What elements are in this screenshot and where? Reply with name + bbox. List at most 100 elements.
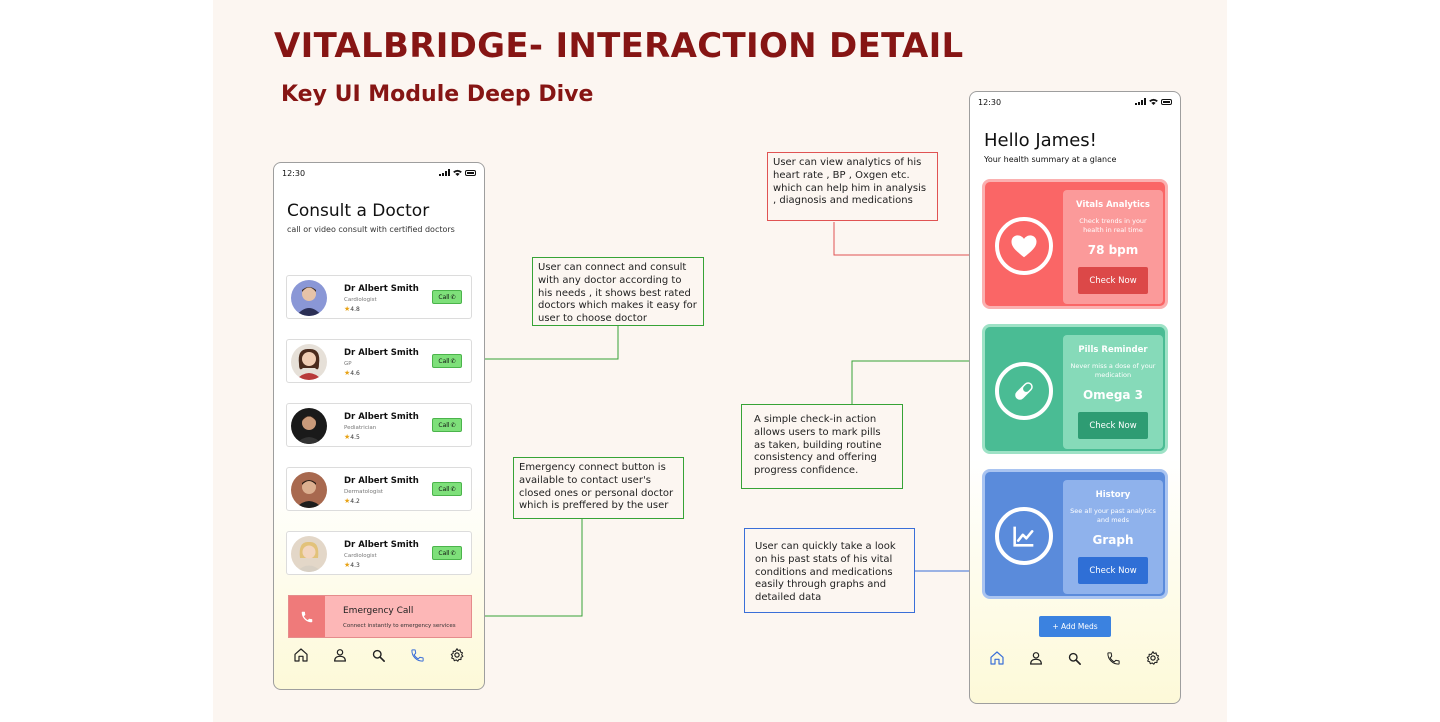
page-title: VITALBRIDGE- INTERACTION DETAIL bbox=[274, 26, 964, 66]
annotation-emergency-text: Emergency connect button is available to… bbox=[519, 462, 674, 512]
call-button[interactable]: Call✆ bbox=[432, 482, 462, 496]
call-button-label: Call bbox=[438, 293, 450, 301]
annotation-analytics-text: User can view analytics of his heart rat… bbox=[773, 157, 927, 207]
status-bar: 12:30 bbox=[970, 92, 1180, 114]
home-icon[interactable] bbox=[987, 648, 1007, 668]
doctor-specialty: Pediatrician bbox=[344, 425, 377, 431]
status-time: 12:30 bbox=[282, 169, 306, 178]
doctor-name: Dr Albert Smith bbox=[344, 284, 419, 294]
pill-icon bbox=[995, 362, 1053, 420]
call-button-label: Call bbox=[438, 549, 450, 557]
doctor-avatar bbox=[291, 280, 327, 316]
doctor-rating-value: 4.3 bbox=[350, 562, 360, 569]
doctor-specialty: Dermatologist bbox=[344, 489, 383, 495]
doctor-rating-value: 4.2 bbox=[350, 498, 360, 505]
connector-check-in bbox=[851, 360, 969, 404]
search-icon[interactable] bbox=[369, 645, 389, 665]
doctor-card[interactable]: Dr Albert Smith Dermatologist ★4.2 Call✆ bbox=[286, 467, 472, 511]
check-now-button[interactable]: Check Now bbox=[1078, 267, 1148, 294]
annotation-analytics: User can view analytics of his heart rat… bbox=[767, 152, 938, 221]
star-icon: ★ bbox=[344, 497, 351, 505]
bottom-nav bbox=[970, 648, 1180, 668]
settings-icon[interactable] bbox=[1143, 648, 1163, 668]
doctor-card[interactable]: Dr Albert Smith Cardiologist ★4.8 Call✆ bbox=[286, 275, 472, 319]
check-now-button[interactable]: Check Now bbox=[1078, 557, 1148, 584]
call-button[interactable]: Call✆ bbox=[432, 354, 462, 368]
phone-icon: ✆ bbox=[450, 357, 456, 365]
history-panel: History See all your past analytics and … bbox=[1063, 480, 1163, 594]
doctor-card[interactable]: Dr Albert Smith GP ★4.6 Call✆ bbox=[286, 339, 472, 383]
battery-icon bbox=[1161, 99, 1172, 105]
doctor-rating: ★4.8 bbox=[344, 305, 360, 313]
connector-analytics bbox=[833, 222, 969, 256]
card-description: Never miss a dose of your medication bbox=[1070, 362, 1156, 379]
profile-icon[interactable] bbox=[330, 645, 350, 665]
emergency-call-button[interactable]: Emergency Call Connect instantly to emer… bbox=[288, 595, 472, 638]
phone-icon[interactable] bbox=[1104, 648, 1124, 668]
star-icon: ★ bbox=[344, 369, 351, 377]
check-now-button[interactable]: Check Now bbox=[1078, 412, 1148, 439]
star-icon: ★ bbox=[344, 433, 351, 441]
doctor-specialty: Cardiologist bbox=[344, 297, 377, 303]
heart-icon bbox=[995, 217, 1053, 275]
consult-title: Consult a Doctor bbox=[287, 201, 430, 221]
call-button[interactable]: Call✆ bbox=[432, 290, 462, 304]
doctor-rating-value: 4.5 bbox=[350, 434, 360, 441]
wifi-icon bbox=[453, 169, 462, 176]
doctor-card[interactable]: Dr Albert Smith Pediatrician ★4.5 Call✆ bbox=[286, 403, 472, 447]
consult-phone-screen: 12:30 Consult a Doctor call or video con… bbox=[273, 162, 485, 690]
doctor-rating: ★4.3 bbox=[344, 561, 360, 569]
search-icon[interactable] bbox=[1065, 648, 1085, 668]
vitals-analytics-card[interactable]: Vitals Analytics Check trends in your he… bbox=[982, 179, 1168, 309]
doctor-name: Dr Albert Smith bbox=[344, 348, 419, 358]
doctor-rating: ★4.6 bbox=[344, 369, 360, 377]
card-title: Pills Reminder bbox=[1078, 345, 1148, 355]
annotation-emergency: Emergency connect button is available to… bbox=[513, 457, 684, 519]
phone-icon: ✆ bbox=[450, 549, 456, 557]
home-icon[interactable] bbox=[291, 645, 311, 665]
doctor-avatar bbox=[291, 408, 327, 444]
card-description: Check trends in your health in real time bbox=[1079, 217, 1147, 234]
star-icon: ★ bbox=[344, 305, 351, 313]
card-value: Omega 3 bbox=[1082, 388, 1144, 402]
doctor-rating-value: 4.8 bbox=[350, 306, 360, 313]
call-button[interactable]: Call✆ bbox=[432, 546, 462, 560]
settings-icon[interactable] bbox=[447, 645, 467, 665]
doctor-name: Dr Albert Smith bbox=[344, 476, 419, 486]
doctor-name: Dr Albert Smith bbox=[344, 412, 419, 422]
call-button[interactable]: Call✆ bbox=[432, 418, 462, 432]
card-title: History bbox=[1095, 490, 1131, 500]
call-button-label: Call bbox=[438, 357, 450, 365]
annotation-connect-doctor-text: User can connect and consult with any do… bbox=[538, 262, 697, 325]
pills-reminder-card[interactable]: Pills Reminder Never miss a dose of your… bbox=[982, 324, 1168, 454]
star-icon: ★ bbox=[344, 561, 351, 569]
greeting-title: Hello James! bbox=[984, 130, 1097, 151]
call-button-label: Call bbox=[438, 485, 450, 493]
home-phone-screen: 12:30 Hello James! Your health summary a… bbox=[969, 91, 1181, 704]
card-value: Graph bbox=[1092, 533, 1134, 547]
doctor-rating: ★4.5 bbox=[344, 433, 360, 441]
doctor-rating-value: 4.6 bbox=[350, 370, 360, 377]
emergency-title: Emergency Call bbox=[343, 606, 414, 616]
phone-icon: ✆ bbox=[450, 293, 456, 301]
signal-icon bbox=[439, 169, 450, 176]
vitals-panel: Vitals Analytics Check trends in your he… bbox=[1063, 190, 1163, 304]
doctor-specialty: Cardiologist bbox=[344, 553, 377, 559]
consult-subtitle: call or video consult with certified doc… bbox=[287, 225, 455, 234]
history-card[interactable]: History See all your past analytics and … bbox=[982, 469, 1168, 599]
profile-icon[interactable] bbox=[1026, 648, 1046, 668]
call-button-label: Call bbox=[438, 421, 450, 429]
wifi-icon bbox=[1149, 98, 1158, 105]
doctor-name: Dr Albert Smith bbox=[344, 540, 419, 550]
annotation-history-text: User can quickly take a look on his past… bbox=[755, 541, 896, 604]
phone-icon[interactable] bbox=[408, 645, 428, 665]
battery-icon bbox=[465, 170, 476, 176]
doctor-card[interactable]: Dr Albert Smith Cardiologist ★4.3 Call✆ bbox=[286, 531, 472, 575]
add-meds-button[interactable]: + Add Meds bbox=[1039, 616, 1111, 637]
connector-connect-doctor bbox=[485, 326, 619, 360]
doctor-rating: ★4.2 bbox=[344, 497, 360, 505]
annotation-check-in-text: A simple check-in action allows users to… bbox=[754, 414, 882, 477]
doctor-specialty: GP bbox=[344, 361, 352, 367]
signal-icon bbox=[1135, 98, 1146, 105]
